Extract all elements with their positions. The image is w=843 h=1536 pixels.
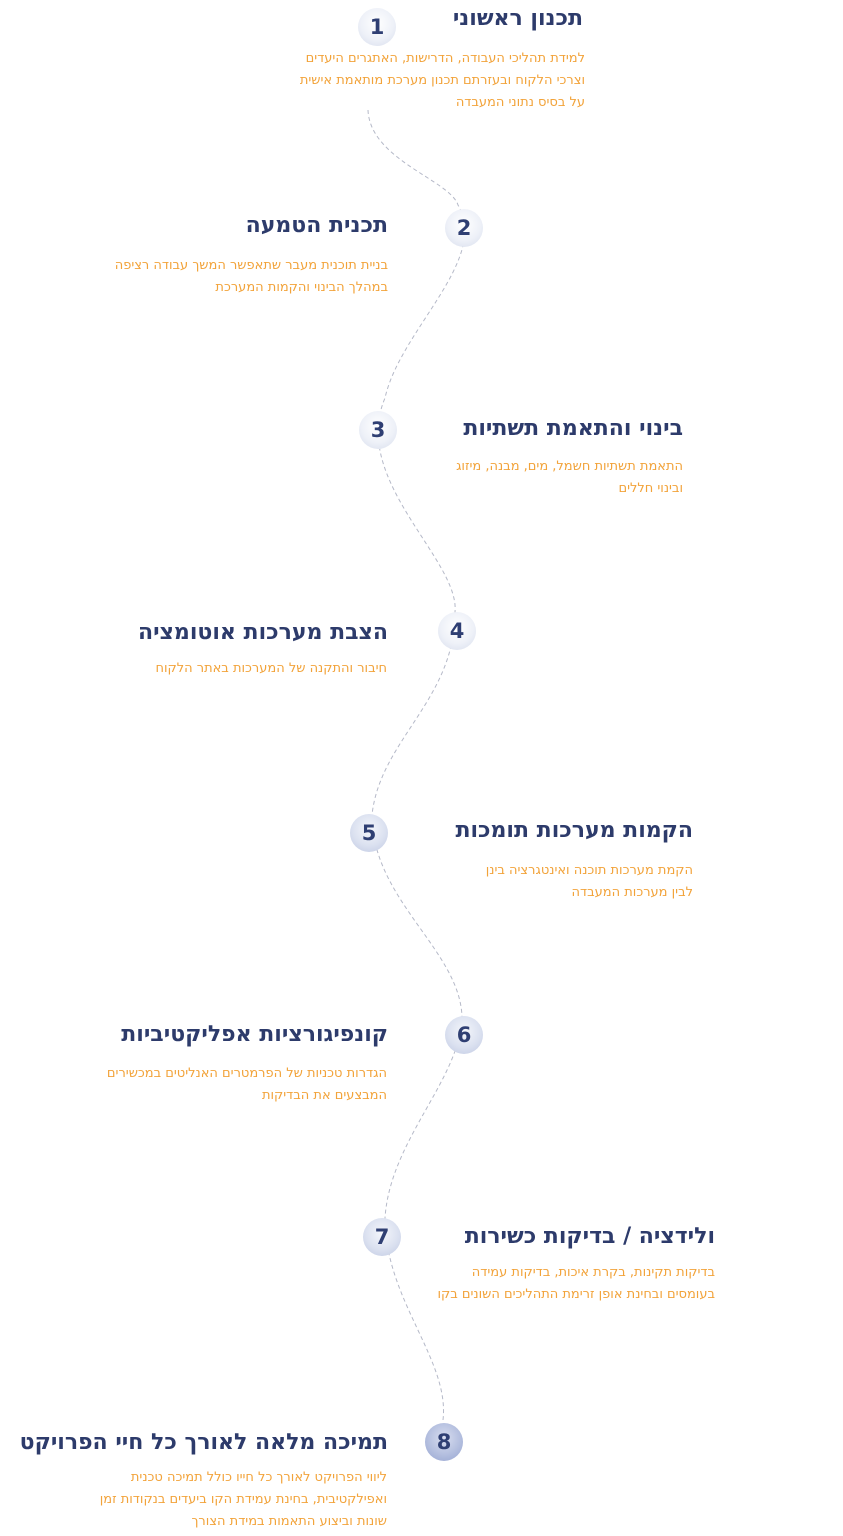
step-3-description: התאמת תשתיות חשמל, מים, מבנה, מיזוג ובינ… bbox=[456, 459, 683, 496]
step-2-title: תכנית הטמעה bbox=[245, 213, 388, 238]
step-6-number: 6 bbox=[445, 1016, 483, 1054]
step-3-number: 3 bbox=[359, 411, 397, 449]
step-1-title: תכנון ראשוני bbox=[452, 6, 583, 31]
step-2-number: 2 bbox=[445, 209, 483, 247]
step-7-description: בדיקות תקינות, בקרת איכות, בדיקות עמידה … bbox=[437, 1265, 715, 1302]
step-1-number: 1 bbox=[358, 8, 396, 46]
step-7-number: 7 bbox=[363, 1218, 401, 1256]
step-2-description: בניית תוכנית מעבר שתאפשר המשך עבודה רציפ… bbox=[114, 258, 388, 295]
step-5-title: הקמות מערכות תומכות bbox=[455, 818, 693, 843]
step-8-title: תמיכה מלאה לאורך כל חיי הפרויקט bbox=[19, 1430, 388, 1455]
step-6-title: קונפיגורציות אפליקטיביות bbox=[121, 1022, 388, 1047]
step-1-description: למידת תהליכי העבודה, הדרישות, האתגרים הי… bbox=[299, 51, 585, 110]
step-8-number: 8 bbox=[425, 1423, 463, 1461]
step-4-number: 4 bbox=[438, 612, 476, 650]
step-6-description: הגדרות טכניות של הפרמטרים האנליטים במכשי… bbox=[106, 1066, 387, 1103]
step-5-description: הקמת מערכות תוכנה ואינטגרציה בינן לבין מ… bbox=[485, 863, 693, 900]
step-3-title: בינוי והתאמת תשתיות bbox=[463, 416, 683, 441]
step-4-description: חיבור והתקנה של המערכות באתר הלקוח bbox=[155, 661, 387, 676]
step-5-number: 5 bbox=[350, 814, 388, 852]
step-4-title: הצבת מערכות אוטומציה bbox=[137, 620, 388, 645]
step-7-title: ולידציה / בדיקות כשירות bbox=[464, 1224, 715, 1249]
step-8-description: ליווי הפרויקט לאורך כל חייו כולל תמיכה ט… bbox=[99, 1470, 387, 1529]
